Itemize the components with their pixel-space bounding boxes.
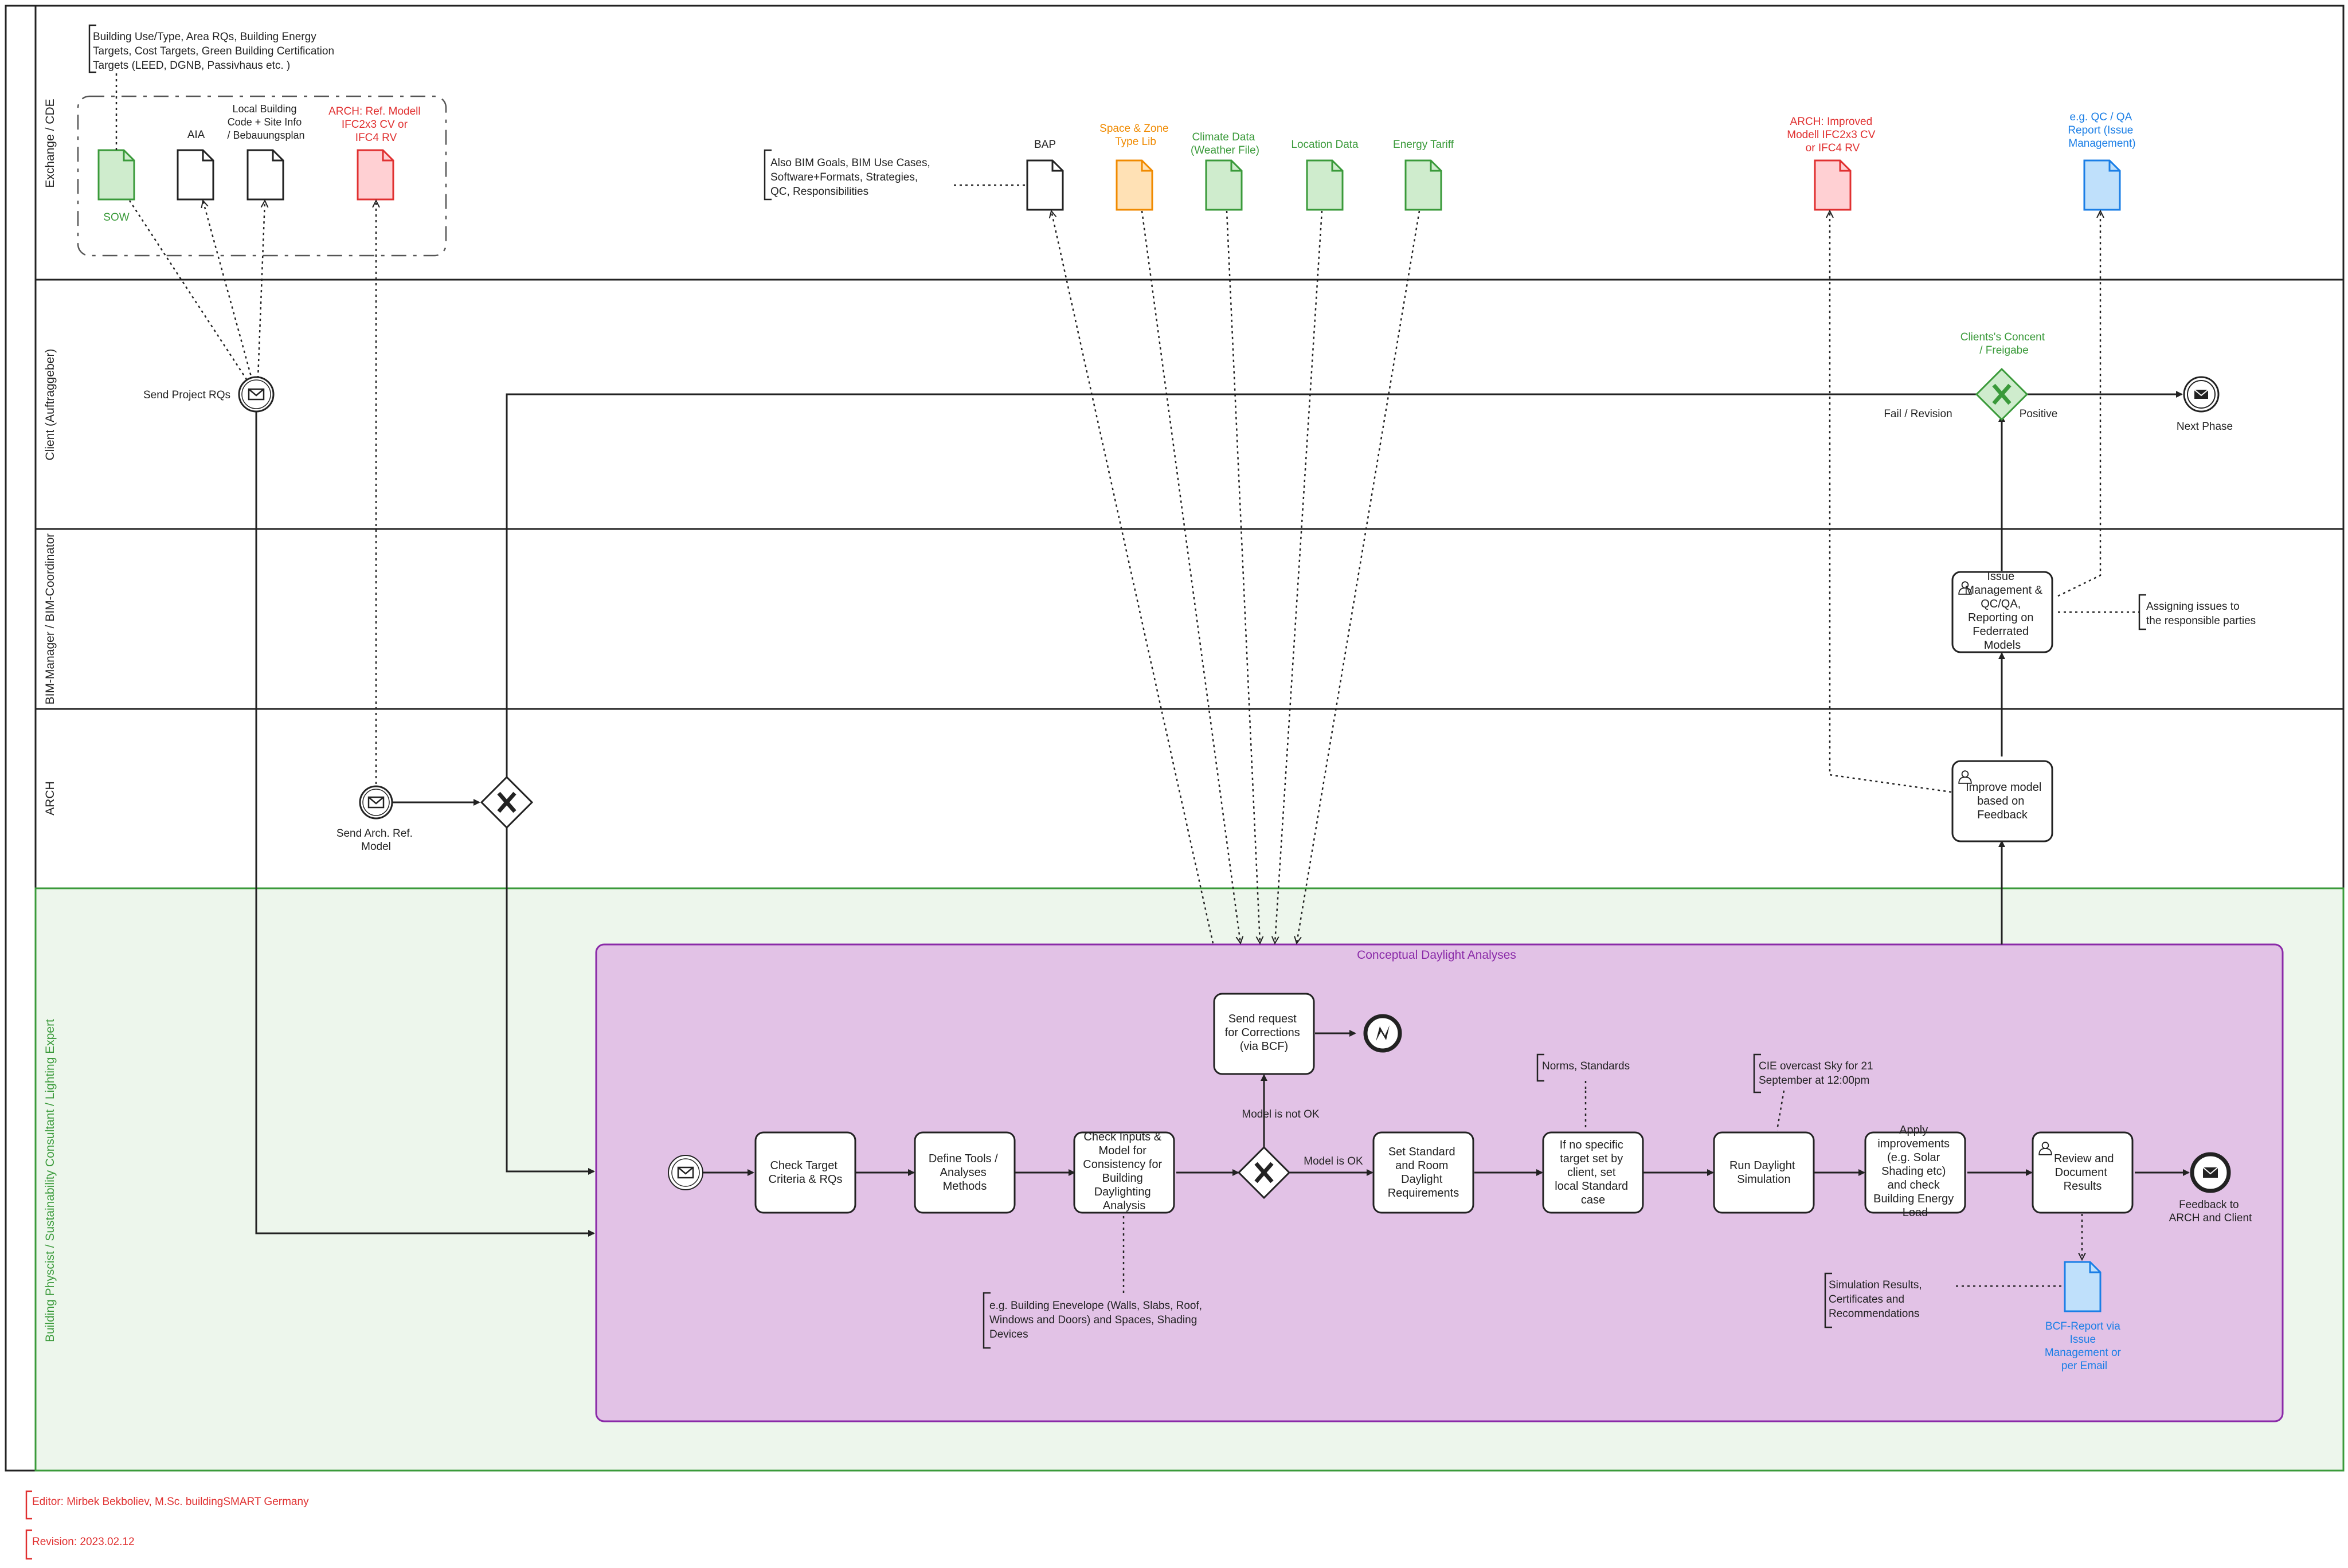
svg-text:If no specific target se: If no specific target set by client, set… bbox=[1555, 1139, 1631, 1206]
svg-text:Check Target Criteria &: Check Target Criteria & RQs bbox=[769, 1159, 843, 1186]
lane-labels: Exchange / CDE Client (Auftraggeber) BIM… bbox=[44, 99, 57, 1342]
svg-text:Review and Document: Review and Document Results bbox=[2054, 1153, 2117, 1193]
annotation-assigning-issues: Assigning issues to the responsible part… bbox=[2138, 594, 2256, 630]
doc-arch-ref-model[interactable] bbox=[357, 149, 394, 201]
event-subprocess-start[interactable] bbox=[668, 1155, 703, 1190]
doc-arch-ref-label: ARCH: Ref. Modell IFC2x3 CV or IFC4 RV bbox=[328, 105, 424, 144]
associations bbox=[115, 73, 2139, 1295]
task-apply-improvements[interactable]: Apply improvements (e.g. Solar Shading e… bbox=[1864, 1124, 1966, 1219]
task-define-tools[interactable]: Define Tools / Analyses Methods bbox=[914, 1131, 1016, 1214]
task-review-document-results[interactable]: Review and Document Results bbox=[2032, 1131, 2134, 1214]
event-send-arch-model[interactable] bbox=[359, 785, 393, 820]
footer-revision: Revision: 2023.02.12 bbox=[25, 1529, 135, 1560]
doc-local-code[interactable] bbox=[246, 149, 284, 201]
svg-text:Building Use/Type, Area RQs, B: Building Use/Type, Area RQs, Building En… bbox=[93, 31, 337, 72]
svg-text:Editor: Mirbek Bekboliev, M.Sc: Editor: Mirbek Bekboliev, M.Sc. building… bbox=[32, 1496, 309, 1508]
data-store-group bbox=[77, 95, 447, 257]
doc-bap[interactable] bbox=[1026, 159, 1064, 211]
doc-space-zone-label: Space & Zone Type Lib bbox=[1099, 123, 1172, 148]
doc-energy-tariff[interactable] bbox=[1404, 159, 1442, 211]
annotation-cie-sky: CIE overcast Sky for 21 September at 12:… bbox=[1753, 1053, 1876, 1093]
task-no-specific-target[interactable]: If no specific target set by client, set… bbox=[1542, 1131, 1644, 1214]
svg-text:Set Standard and Room: Set Standard and Room Daylight Requireme… bbox=[1388, 1146, 1459, 1199]
doc-qc-qa-report[interactable] bbox=[2083, 159, 2121, 211]
annotation-envelope: e.g. Building Enevelope (Walls, Slabs, R… bbox=[983, 1292, 1205, 1349]
svg-text:Improve model based on: Improve model based on Feedback bbox=[1966, 781, 2045, 821]
footer-editor: Editor: Mirbek Bekboliev, M.Sc. building… bbox=[25, 1490, 309, 1520]
svg-text:Simulation Results, Cert: Simulation Results, Certificates and Rec… bbox=[1829, 1279, 1925, 1320]
svg-text:e.g. Building Enevelope (Walls: e.g. Building Enevelope (Walls, Slabs, R… bbox=[989, 1300, 1205, 1340]
svg-text:CIE overcast Sky for 21: CIE overcast Sky for 21 September at 12:… bbox=[1759, 1060, 1876, 1087]
svg-text:Norms, Standards: Norms, Standards bbox=[1542, 1060, 1630, 1072]
lane-label-exchange: Exchange / CDE bbox=[44, 99, 57, 187]
doc-bcf-report-label: BCF-Report via Issue Management or per E… bbox=[2045, 1320, 2124, 1372]
gateway-model-not-ok-label: Model is not OK bbox=[1242, 1108, 1319, 1120]
gateway-fail-label: Fail / Revision bbox=[1884, 408, 1952, 420]
svg-text:Define Tools / Analyses: Define Tools / Analyses Methods bbox=[929, 1153, 1001, 1193]
doc-arch-improved-model[interactable] bbox=[1814, 159, 1852, 211]
svg-text:Revision: 2023.02.12: Revision: 2023.02.12 bbox=[32, 1536, 135, 1548]
gateway-consent-label: Clients's Concent / Freigabe bbox=[1960, 331, 2048, 356]
lane-label-bim: BIM-Manager / BIM-Coordinator bbox=[44, 534, 57, 705]
event-send-project-label: Send Project RQs bbox=[143, 389, 230, 401]
doc-climate-data[interactable] bbox=[1205, 159, 1243, 211]
svg-text:Run Daylight Simulation: Run Daylight Simulation bbox=[1729, 1159, 1798, 1186]
event-send-arch-label: Send Arch. Ref. Model bbox=[336, 828, 416, 853]
task-check-target[interactable]: Check Target Criteria & RQs bbox=[754, 1131, 856, 1214]
subprocess-title: Conceptual Daylight Analyses bbox=[1357, 948, 1516, 962]
lane-label-arch: ARCH bbox=[44, 781, 57, 816]
task-send-request-corrections[interactable]: Send request for Corrections (via BCF) bbox=[1213, 993, 1315, 1075]
task-check-inputs[interactable]: Check Inputs & Model for Consistency for… bbox=[1073, 1131, 1175, 1214]
sequence-flows bbox=[255, 391, 2190, 1237]
task-improve-model[interactable]: Improve model based on Feedback bbox=[1951, 760, 2053, 842]
doc-sow[interactable] bbox=[97, 149, 135, 201]
doc-location-label: Location Data bbox=[1291, 139, 1359, 151]
doc-bap-label: BAP bbox=[1034, 139, 1056, 151]
svg-text:Also BIM Goals, BIM Use Cases,: Also BIM Goals, BIM Use Cases, Software+… bbox=[770, 157, 933, 198]
event-feedback-end[interactable] bbox=[2190, 1152, 2231, 1193]
doc-arch-improved-label: ARCH: Improved Modell IFC2x3 CV or IFC4 … bbox=[1787, 116, 1878, 154]
annotation-norms: Norms, Standards bbox=[1536, 1053, 1630, 1082]
annotation-simulation-results: Simulation Results, Certificates and Rec… bbox=[1824, 1272, 1925, 1328]
task-set-standard[interactable]: Set Standard and Room Daylight Requireme… bbox=[1372, 1131, 1474, 1214]
doc-aia[interactable] bbox=[177, 149, 214, 201]
event-feedback-label: Feedback to ARCH and Client bbox=[2169, 1199, 2252, 1224]
event-next-phase[interactable] bbox=[2183, 376, 2220, 413]
annotation-requirements: Building Use/Type, Area RQs, Building En… bbox=[88, 24, 337, 73]
lane-label-client: Client (Auftraggeber) bbox=[44, 349, 57, 461]
svg-text:Apply improvements: Apply improvements (e.g. Solar Shading e… bbox=[1873, 1124, 1957, 1219]
gateway-model-ok-label: Model is OK bbox=[1304, 1155, 1363, 1167]
doc-location-data[interactable] bbox=[1306, 159, 1344, 211]
doc-aia-label: AIA bbox=[187, 129, 205, 141]
gateway-model-check[interactable] bbox=[1237, 1146, 1291, 1199]
event-next-phase-label: Next Phase bbox=[2177, 421, 2233, 433]
gateway-positive-label: Positive bbox=[2020, 408, 2058, 420]
doc-bcf-report[interactable] bbox=[2064, 1261, 2102, 1312]
lane-label-physicist: Building Physcist / Sustainability Consu… bbox=[44, 1019, 57, 1342]
doc-qc-qa-label: e.g. QC / QA Report (Issue Management) bbox=[2068, 111, 2136, 150]
task-run-daylight-simulation[interactable]: Run Daylight Simulation bbox=[1713, 1131, 1815, 1214]
doc-sow-label: SOW bbox=[103, 211, 129, 224]
doc-climate-label: Climate Data (Weather File) bbox=[1191, 131, 1259, 156]
gateway-client-consent[interactable] bbox=[1975, 367, 2029, 421]
svg-text:Send request for Correct: Send request for Corrections (via BCF) bbox=[1225, 1013, 1304, 1053]
doc-local-code-label: Local Building Code + Site Info / Bebauu… bbox=[227, 103, 304, 141]
svg-text:Check Inputs & Model for: Check Inputs & Model for Consistency for… bbox=[1083, 1131, 1165, 1212]
event-send-project-rqs[interactable] bbox=[238, 376, 275, 413]
gateway-arch[interactable] bbox=[480, 775, 534, 829]
doc-energy-label: Energy Tariff bbox=[1393, 139, 1454, 151]
svg-text:Issue Management &: Issue Management & QC/QA, Reporting on F… bbox=[1965, 570, 2045, 652]
annotation-bim-goals: Also BIM Goals, BIM Use Cases, Software+… bbox=[764, 149, 933, 201]
task-issue-management[interactable]: Issue Management & QC/QA, Reporting on F… bbox=[1951, 570, 2053, 653]
doc-space-zone-lib[interactable] bbox=[1116, 159, 1153, 211]
svg-text:Assigning issues to the: Assigning issues to the responsible part… bbox=[2146, 601, 2256, 627]
event-error-end[interactable] bbox=[1363, 1014, 1402, 1053]
